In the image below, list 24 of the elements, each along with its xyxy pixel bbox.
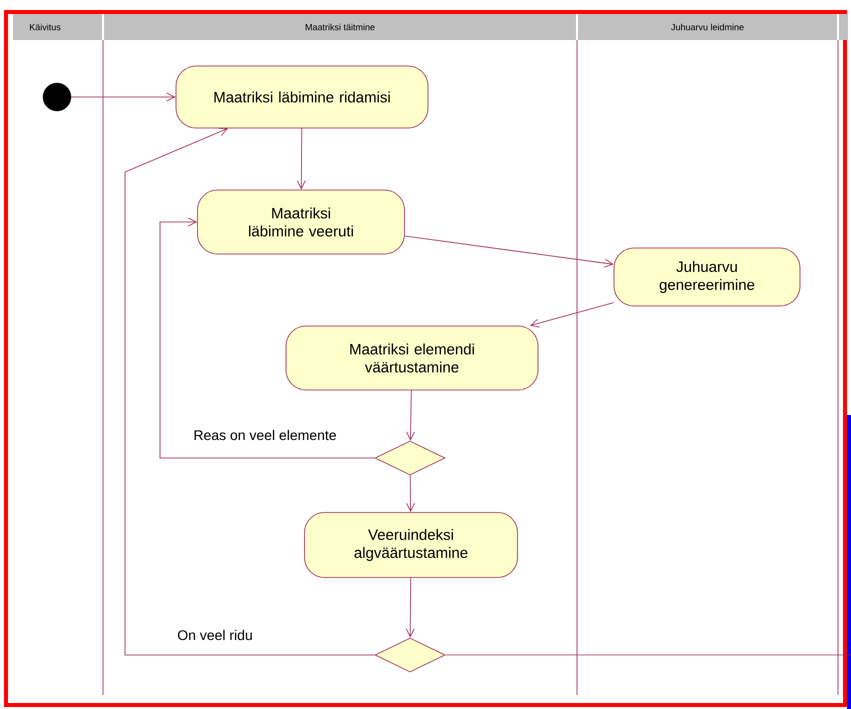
lane-header: Juhuarvu leidmine — [671, 24, 744, 30]
activity-box: Maatriksi läbimine ridamisi — [176, 66, 428, 128]
edge-label: Reas on veel elemente — [194, 430, 336, 440]
arrow — [406, 390, 415, 441]
arrow — [530, 302, 614, 328]
activity-box: Maatriksi elemendi väärtustamine — [286, 326, 538, 390]
swimlane — [578, 14, 838, 696]
lane-header: Käivitus — [30, 24, 60, 30]
arrow — [160, 218, 375, 458]
activity-box: Veeruindeksi algväärtustamine — [304, 512, 518, 578]
arrow — [70, 92, 176, 102]
swimlane — [104, 14, 578, 696]
connector-line — [445, 654, 851, 656]
edge-label: On veel ridu — [178, 630, 252, 640]
swimlane — [13, 14, 104, 696]
arrow — [124, 128, 375, 656]
activity-box: Maatriksi läbimine veeruti — [197, 190, 405, 254]
start-circle — [42, 82, 72, 112]
arrow — [406, 474, 415, 512]
arrow — [404, 236, 614, 268]
lane-header: Maatriksi täitmine — [306, 24, 375, 30]
arrow — [406, 578, 415, 638]
arrow — [296, 128, 306, 190]
activity-box: Juhuarvu genereerimine — [614, 248, 800, 306]
